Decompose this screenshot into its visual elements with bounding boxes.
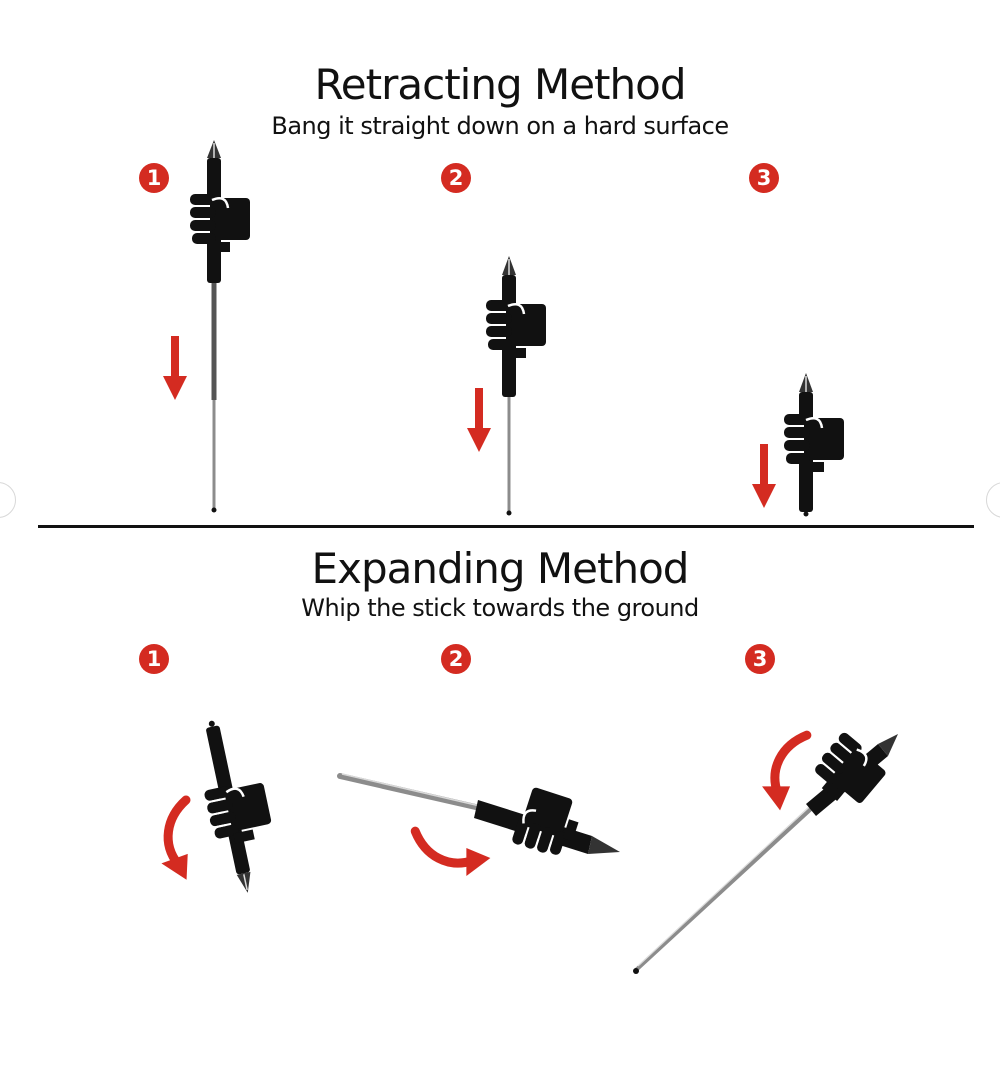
retracting-step-3-baton [782,373,846,517]
expanding-step-3-baton [633,729,898,974]
expanding-step-2-baton [337,773,620,862]
retracting-step-1-arrow-icon [163,336,187,400]
retracting-step-2-arrow-icon [467,388,491,452]
expanding-step-1-badge: 1 [139,644,169,674]
retracting-step-2-baton [484,256,548,516]
retracting-subtitle: Bang it straight down on a hard surface [271,112,729,140]
section-divider [38,525,974,528]
expanding-step-2-curved-arrow-icon [407,822,500,884]
expanding-title: Expanding Method [311,544,690,593]
retracting-step-3-badge: 3 [749,163,779,193]
expanding-step-1-baton [202,720,276,893]
expanding-step-3-curved-arrow-icon [754,727,816,820]
retracting-title: Retracting Method [314,60,687,109]
expanding-step-1-curved-arrow-icon [161,800,196,886]
retracting-step-1-badge: 1 [139,163,169,193]
retracting-step-2-badge: 2 [441,163,471,193]
expanding-subtitle: Whip the stick towards the ground [301,594,699,622]
retracting-step-1-baton [188,140,252,513]
expanding-step-3-badge: 3 [745,644,775,674]
retracting-step-3-arrow-icon [752,444,776,508]
expanding-step-2-badge: 2 [441,644,471,674]
